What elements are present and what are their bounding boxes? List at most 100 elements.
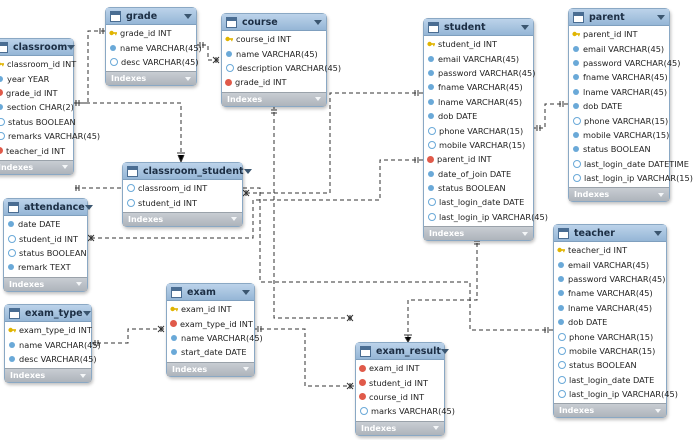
grade-header[interactable]: grade [106, 8, 196, 25]
column-row[interactable]: phone VARCHAR(15) [554, 329, 666, 343]
chevron-down-icon[interactable] [654, 230, 662, 236]
classroom-header[interactable]: classroom [0, 39, 76, 56]
parent-header[interactable]: parent [569, 9, 669, 26]
course-header[interactable]: course [222, 14, 326, 31]
chevron-down-icon[interactable] [62, 165, 68, 170]
column-row[interactable]: student_id INT [424, 37, 533, 51]
chevron-down-icon[interactable] [433, 426, 439, 431]
course-indexes-footer[interactable]: Indexes [222, 91, 326, 106]
chevron-down-icon[interactable] [231, 217, 237, 222]
column-row[interactable]: grade_id INT [222, 75, 326, 89]
column-row[interactable]: last_login_date DATE [424, 195, 533, 209]
column-row[interactable]: dob DATE [569, 99, 669, 113]
chevron-down-icon[interactable] [84, 204, 93, 210]
chevron-down-icon[interactable] [521, 24, 529, 30]
chevron-down-icon[interactable] [185, 76, 191, 81]
column-row[interactable]: remark TEXT [4, 260, 87, 274]
column-row[interactable]: name VARCHAR(45) [5, 337, 101, 351]
column-row[interactable]: password VARCHAR(45) [424, 66, 535, 80]
column-row[interactable]: mobile VARCHAR(15) [554, 344, 666, 358]
exam-header[interactable]: exam [167, 284, 254, 301]
column-row[interactable]: remarks VARCHAR(45) [0, 129, 100, 143]
classroom-student-header[interactable]: classroom_student [123, 163, 252, 180]
exam-result-indexes-footer[interactable]: Indexes [356, 420, 444, 435]
chevron-down-icon[interactable] [243, 367, 249, 372]
chevron-down-icon[interactable] [315, 97, 321, 102]
student-indexes-footer[interactable]: Indexes [424, 226, 533, 241]
column-row[interactable]: lname VARCHAR(45) [569, 85, 669, 99]
column-row[interactable]: date_of_join DATE [424, 167, 533, 181]
chevron-down-icon[interactable] [657, 14, 665, 20]
column-row[interactable]: email VARCHAR(45) [569, 41, 669, 55]
chevron-down-icon[interactable] [82, 310, 91, 316]
column-row[interactable]: desc VARCHAR(45) [5, 352, 97, 366]
column-row[interactable]: name VARCHAR(45) [222, 46, 326, 60]
column-row[interactable]: desc VARCHAR(45) [106, 55, 199, 69]
column-row[interactable]: classroom_id INT [0, 57, 76, 71]
column-row[interactable]: classroom_id INT [123, 181, 242, 195]
column-row[interactable]: status BOOLEAN [569, 142, 669, 156]
column-row[interactable]: fname VARCHAR(45) [424, 80, 533, 94]
column-row[interactable]: marks VARCHAR(45) [356, 404, 455, 418]
column-row[interactable]: password VARCHAR(45) [554, 272, 666, 286]
chevron-down-icon[interactable] [658, 192, 664, 197]
column-row[interactable]: mobile VARCHAR(15) [424, 138, 533, 152]
chevron-down-icon[interactable] [655, 408, 661, 413]
parent-indexes-footer[interactable]: Indexes [569, 187, 669, 202]
column-row[interactable]: grade_id INT [106, 26, 196, 40]
attendance-header[interactable]: attendance [4, 199, 93, 216]
column-row[interactable]: start_date DATE [167, 345, 254, 359]
exam-type-indexes-footer[interactable]: Indexes [5, 368, 91, 383]
column-row[interactable]: exam_id INT [356, 361, 444, 375]
column-row[interactable]: course_id INT [356, 390, 444, 404]
column-row[interactable]: year YEAR [0, 71, 73, 85]
column-row[interactable]: student_id INT [4, 231, 87, 245]
column-row[interactable]: parent_id INT [569, 27, 669, 41]
chevron-down-icon[interactable] [67, 44, 76, 50]
column-row[interactable]: teacher_id INT [554, 243, 666, 257]
column-row[interactable]: course_id INT [222, 32, 326, 46]
column-row[interactable]: last_login_ip VARCHAR(45) [554, 387, 678, 401]
column-row[interactable]: status BOOLEAN [554, 358, 666, 372]
column-row[interactable]: email VARCHAR(45) [424, 51, 533, 65]
column-row[interactable]: last_login_date DATE [554, 373, 666, 387]
column-row[interactable]: description VARCHAR(45) [222, 61, 341, 75]
chevron-down-icon[interactable] [314, 19, 322, 25]
column-row[interactable]: last_login_ip VARCHAR(15) [569, 171, 693, 185]
column-row[interactable]: exam_id INT [167, 302, 254, 316]
chevron-down-icon[interactable] [440, 348, 449, 354]
chevron-down-icon[interactable] [243, 168, 252, 174]
column-row[interactable]: phone VARCHAR(15) [424, 123, 533, 137]
column-row[interactable]: grade_id INT [0, 86, 73, 100]
attendance-indexes-footer[interactable]: Indexes [4, 276, 87, 291]
column-row[interactable]: student_id INT [123, 195, 242, 209]
column-row[interactable]: parent_id INT [424, 152, 533, 166]
column-row[interactable]: status BOOLEAN [0, 115, 76, 129]
classroom-indexes-footer[interactable]: Indexes [0, 159, 73, 174]
chevron-down-icon[interactable] [76, 282, 82, 287]
column-row[interactable]: password VARCHAR(45) [569, 56, 680, 70]
column-row[interactable]: lname VARCHAR(45) [424, 95, 533, 109]
column-row[interactable]: section CHAR(2) [0, 100, 74, 114]
teacher-header[interactable]: teacher [554, 225, 666, 242]
chevron-down-icon[interactable] [242, 289, 250, 295]
teacher-indexes-footer[interactable]: Indexes [554, 403, 666, 418]
column-row[interactable]: dob DATE [554, 315, 666, 329]
column-row[interactable]: exam_type_id INT [167, 316, 254, 330]
column-row[interactable]: fname VARCHAR(45) [554, 286, 666, 300]
exam-result-header[interactable]: exam_result [356, 343, 449, 360]
column-row[interactable]: date DATE [4, 217, 87, 231]
column-row[interactable]: last_login_date DATETIME [569, 157, 689, 171]
chevron-down-icon[interactable] [522, 231, 528, 236]
chevron-down-icon[interactable] [80, 373, 86, 378]
column-row[interactable]: exam_type_id INT [5, 323, 92, 337]
